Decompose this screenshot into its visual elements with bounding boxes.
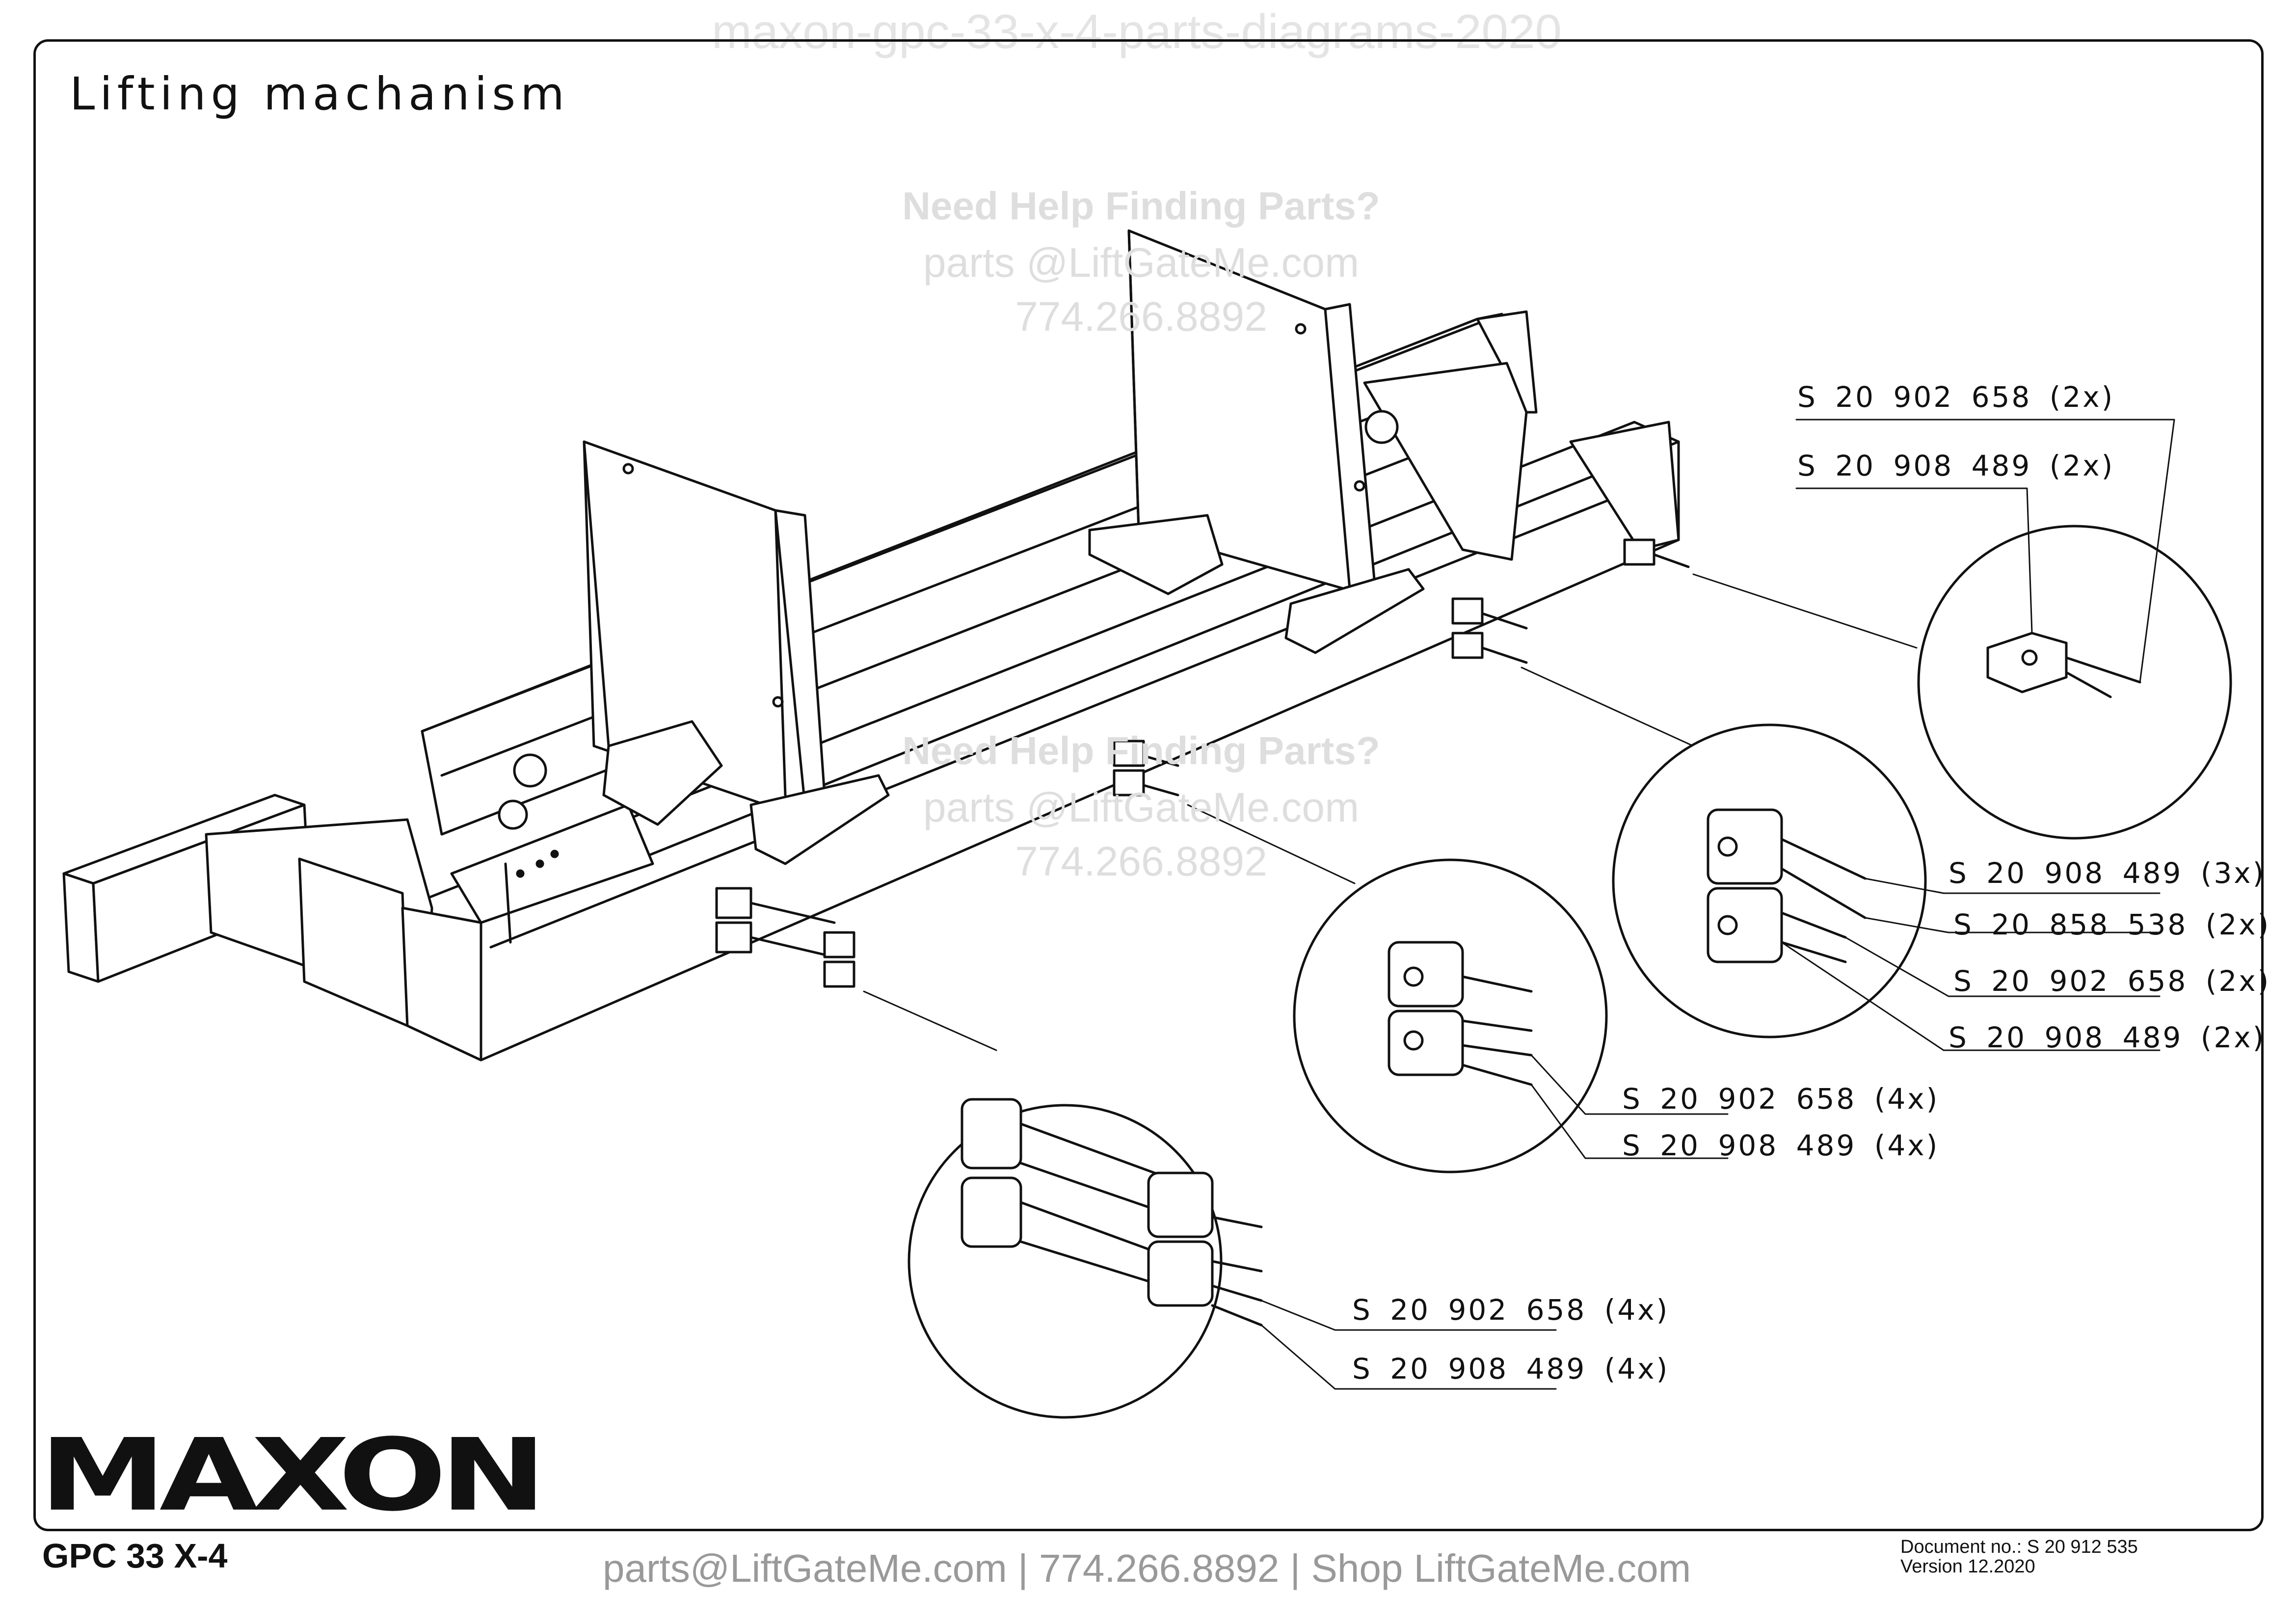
help-watermark-phone: 774.266.8892 (1015, 293, 1267, 340)
callout-part-number: S 20 908 489 (3x) (1949, 856, 2266, 890)
help-watermark-lower: Need Help Finding Parts? parts @LiftGate… (847, 721, 1436, 888)
help-watermark-email: parts @LiftGateMe.com (923, 784, 1360, 830)
registered-mark: ® (451, 1433, 478, 1465)
callout-part-number: S 20 902 658 (2x) (1797, 380, 2115, 414)
left-upright-plate (583, 440, 890, 865)
help-watermark-heading: Need Help Finding Parts? (902, 184, 1380, 228)
help-watermark-phone: 774.266.8892 (1015, 838, 1267, 884)
callout-leader-lines (1260, 419, 2175, 1390)
footer-contact: parts@LiftGateMe.com | 774.266.8892 | Sh… (603, 1546, 1691, 1590)
callout-part-number: S 20 902 658 (4x) (1352, 1293, 1670, 1327)
page-title: Lifting machanism (70, 68, 569, 120)
document-number: Document no.: S 20 912 535 (1900, 1537, 2138, 1557)
detail-leader-lines (863, 573, 1918, 1051)
callout-part-number: S 20 908 489 (2x) (1949, 1021, 2266, 1054)
watermark-document-name: maxon-gpc-33-x-4-parts-diagrams-2020 (712, 4, 1562, 58)
detail-circle-2 (1612, 723, 1927, 1038)
help-watermark-upper: Need Help Finding Parts? parts @LiftGate… (847, 177, 1436, 344)
document-version: Version 12.2020 (1900, 1556, 2035, 1577)
callout-part-number: S 20 858 538 (2x) (1953, 908, 2271, 941)
document-info: Document no.: S 20 912 535 Version 12.20… (1900, 1537, 2138, 1576)
callout-part-number: S 20 908 489 (4x) (1622, 1129, 1940, 1162)
detail-circle-1 (1917, 525, 2232, 840)
left-extension-arm (62, 794, 433, 1027)
callout-part-number: S 20 908 489 (4x) (1352, 1352, 1670, 1385)
right-end-bracket (1363, 362, 1680, 561)
detail-circle-4 (908, 1098, 1263, 1419)
clamp-group-3-on-beam (1451, 597, 1528, 664)
right-upright-plate (1088, 229, 1425, 654)
maxon-logo: MAXON (39, 1417, 547, 1534)
callout-part-number: S 20 902 658 (4x) (1622, 1082, 1940, 1116)
clamp-group-1-on-beam (715, 887, 855, 988)
clamp-group-4-on-beam (1623, 538, 1690, 568)
help-watermark-heading: Need Help Finding Parts? (902, 729, 1380, 772)
help-watermark-email: parts @LiftGateMe.com (923, 239, 1360, 286)
callout-part-number: S 20 908 489 (2x) (1797, 449, 2115, 482)
left-square-tube (401, 753, 654, 1062)
model-name: GPC 33 X-4 (42, 1537, 228, 1575)
clamp-group-2-on-beam (1113, 740, 1179, 797)
callout-part-number: S 20 902 658 (2x) (1953, 964, 2271, 998)
detail-circle-3 (1293, 858, 1608, 1173)
drawing-frame (33, 39, 2264, 1531)
